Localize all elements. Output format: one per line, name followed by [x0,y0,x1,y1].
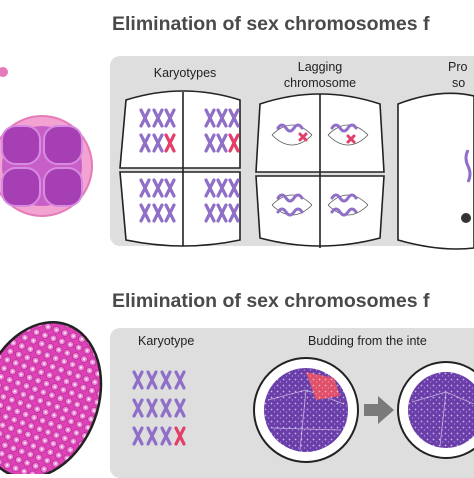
tissue-cyst [0,321,103,474]
budding-label: Budding from the inte [308,334,427,348]
lagging-chromosome-cells [255,93,385,248]
partial-cell [397,92,474,250]
top-section-title: Elimination of sex chromosomes f [112,13,430,35]
lagging-label-line1: Lagging [297,60,343,74]
karyotype-cells [119,90,241,247]
bottom-karyotype-chromosomes [132,370,186,446]
pro-label-line1: Pro [448,60,468,74]
budding-cell-after [397,361,474,459]
lagging-label-line2: chromosome [283,76,357,90]
bottom-section-title: Elimination of sex chromosomes f [112,290,430,312]
budding-cell-before [253,357,359,463]
pro-label-line2: so [452,76,466,90]
karyotype-label: Karyotype [138,334,195,348]
karyotypes-label: Karyotypes [153,66,217,80]
four-cell-embryo [0,67,93,217]
budding-arrow [364,396,394,424]
